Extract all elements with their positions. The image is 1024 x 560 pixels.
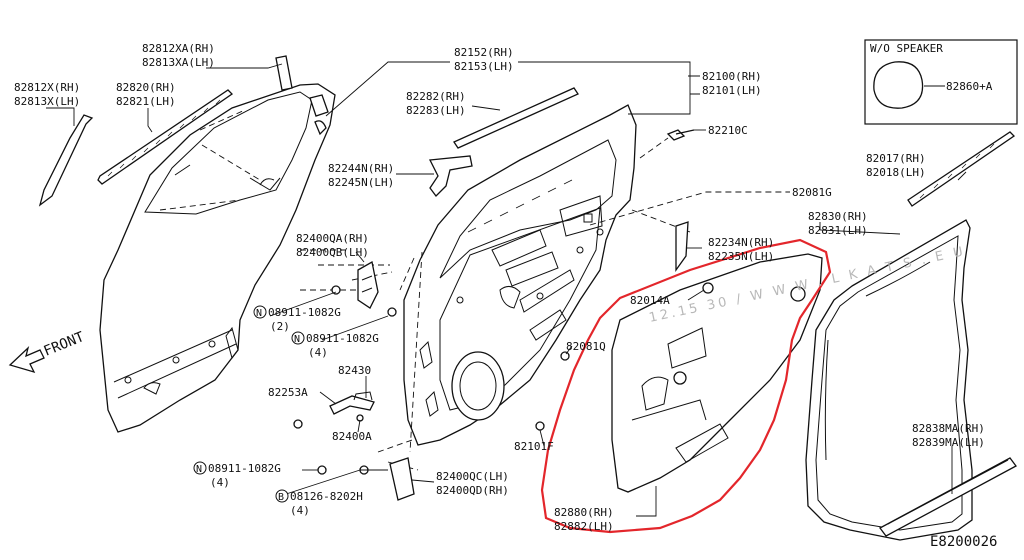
front-arrow: FRONT [8, 329, 88, 374]
label-82820: 82820(RH) [116, 81, 176, 94]
svg-text:N: N [256, 308, 262, 319]
label-82017: 82017(RH) [866, 152, 926, 165]
label-82235n: 82235N(LH) [708, 250, 774, 263]
outer-door-panel [99, 83, 336, 433]
label-82400a: 82400A [332, 430, 372, 443]
door-trim-panel [611, 221, 823, 493]
part-82244n-shape [428, 155, 473, 197]
label-82152: 82152(RH) [454, 46, 514, 59]
label-82283: 82283(LH) [406, 104, 466, 117]
inset-without-speaker: W/O SPEAKER 82860+A [864, 39, 1018, 125]
label-82400qc: 82400QC(LH) [436, 470, 509, 483]
label-08911-b-qty: (4) [308, 346, 328, 359]
label-82244n: 82244N(RH) [328, 162, 394, 175]
leader-lines [46, 61, 967, 517]
label-82153: 82153(LH) [454, 60, 514, 73]
label-82838ma: 82838MA(RH) [912, 422, 985, 435]
label-82830: 82830(RH) [808, 210, 868, 223]
label-08911-a: 08911-1082G [268, 306, 341, 319]
label-08126: 08126-8202H [290, 490, 363, 503]
label-82282: 82282(RH) [406, 90, 466, 103]
label-82245n: 82245N(LH) [328, 176, 394, 189]
label-82400qa: 82400QA(RH) [296, 232, 369, 245]
label-82253a: 82253A [268, 386, 308, 399]
part-82838ma-shape [879, 457, 1017, 537]
highlight-outline [540, 238, 832, 534]
label-82400qb: 82400QB(LH) [296, 246, 369, 259]
svg-text:B: B [278, 492, 284, 503]
part-82282-shape [453, 87, 579, 149]
front-label: FRONT [42, 329, 88, 360]
label-08126-qty: (4) [290, 504, 310, 517]
svg-text:N: N [196, 464, 202, 475]
label-82812x: 82812X(RH) [14, 81, 80, 94]
label-82018: 82018(LH) [866, 166, 926, 179]
label-08911-c-qty: (4) [210, 476, 230, 489]
label-82101: 82101(LH) [702, 84, 762, 97]
label-82400qd: 82400QD(RH) [436, 484, 509, 497]
speaker-cover-part [873, 61, 924, 109]
label-82831: 82831(LH) [808, 224, 868, 237]
hinge-upper [331, 260, 397, 317]
part-82812xa-shape [275, 55, 293, 91]
label-08911-c: 08911-1082G [208, 462, 281, 475]
door-check-link [293, 391, 375, 429]
label-82860a: 82860+A [946, 80, 993, 93]
part-82820-shape [97, 89, 234, 185]
part-82234n-shape [675, 221, 689, 273]
label-82880: 82880(RH) [554, 506, 614, 519]
label-82100: 82100(RH) [702, 70, 762, 83]
label-82882: 82882(LH) [554, 520, 614, 533]
label-82821: 82821(LH) [116, 95, 176, 108]
inset-title: W/O SPEAKER [870, 42, 943, 55]
callout-labels: 82812XA(RH) 82813XA(LH) 82812X(RH) 82813… [14, 42, 985, 533]
svg-text:N: N [294, 334, 300, 345]
label-82812xa: 82812XA(RH) [142, 42, 215, 55]
door-inner-frame [403, 104, 637, 446]
label-82813x: 82813X(LH) [14, 95, 80, 108]
label-82839ma: 82839MA(LH) [912, 436, 985, 449]
label-82210c: 82210C [708, 124, 748, 137]
label-82101f: 82101F [514, 440, 554, 453]
diagram-code: E8200026 [930, 534, 997, 550]
label-82014a: 82014A [630, 294, 670, 307]
label-08911-a-qty: (2) [270, 320, 290, 333]
part-82812x-shape [38, 114, 94, 207]
label-08911-b: 08911-1082G [306, 332, 379, 345]
label-82430: 82430 [338, 364, 371, 377]
label-82081q: 82081Q [566, 340, 606, 353]
label-82234n: 82234N(RH) [708, 236, 774, 249]
door-weatherstrip [805, 219, 973, 541]
label-82081g: 82081G [792, 186, 832, 199]
label-82813xa: 82813XA(LH) [142, 56, 215, 69]
